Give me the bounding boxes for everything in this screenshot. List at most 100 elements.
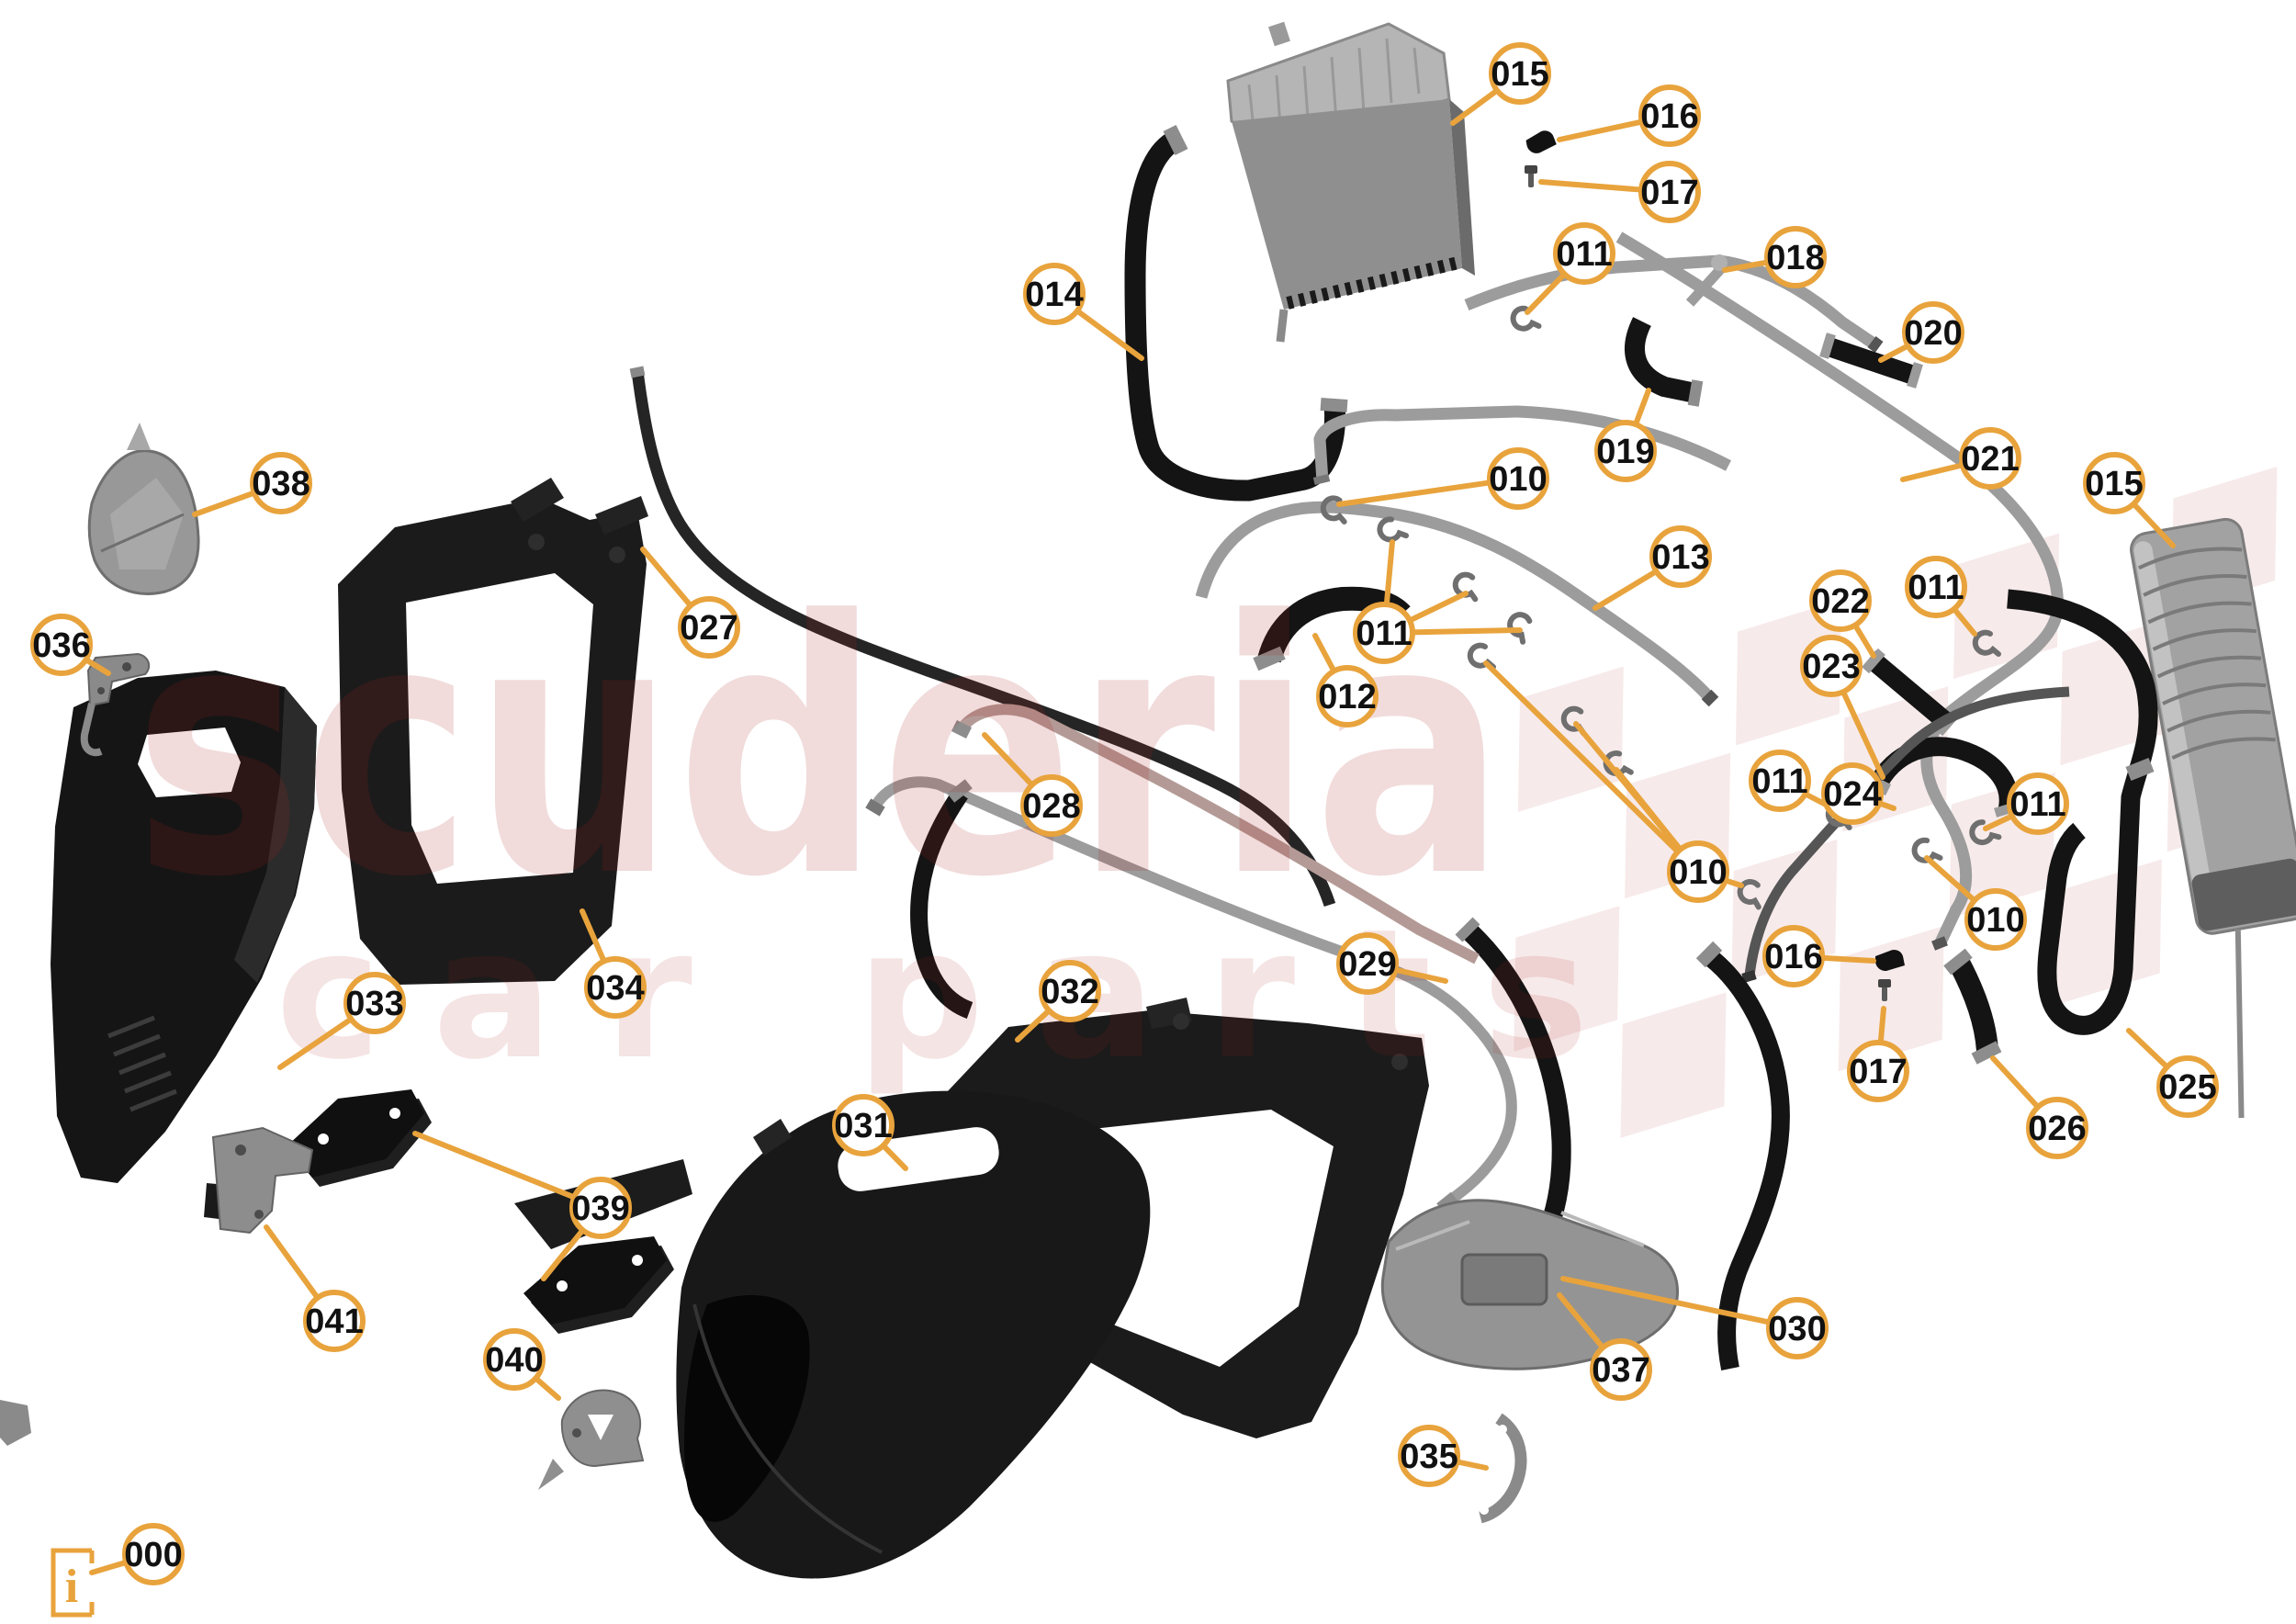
callout-015[interactable]: 015 xyxy=(1450,42,1551,126)
callout-circle[interactable] xyxy=(1959,427,2021,490)
callout-016[interactable]: 016 xyxy=(1762,925,1876,987)
callout-018[interactable]: 018 xyxy=(1722,226,1827,288)
callout-number: 031 xyxy=(834,1107,892,1145)
callout-circle[interactable] xyxy=(1821,762,1884,825)
info-box[interactable]: i xyxy=(51,1548,95,1618)
callout-circle[interactable] xyxy=(1905,556,1967,618)
bracket-fragment xyxy=(0,1400,31,1446)
callout-circle[interactable] xyxy=(1800,635,1863,697)
callout-010[interactable]: 010 xyxy=(1336,447,1549,510)
checker-cell xyxy=(1620,992,1727,1138)
callout-041[interactable]: 041 xyxy=(264,1224,366,1352)
callout-circle[interactable] xyxy=(1638,161,1701,223)
callout-circle[interactable] xyxy=(1667,840,1729,903)
callout-020[interactable]: 020 xyxy=(1878,301,1964,364)
callout-circle[interactable] xyxy=(569,1177,632,1239)
callout-circle[interactable] xyxy=(1594,420,1657,482)
callout-circle[interactable] xyxy=(1762,925,1825,987)
callout-circle[interactable] xyxy=(1590,1338,1652,1401)
callout-032[interactable]: 032 xyxy=(1015,960,1101,1043)
radiator-aux xyxy=(2130,517,2296,1119)
callout-027[interactable]: 027 xyxy=(640,547,740,659)
callout-029[interactable]: 029 xyxy=(1336,932,1448,995)
callout-012[interactable]: 012 xyxy=(1312,633,1379,727)
callout-017[interactable]: 017 xyxy=(1847,1006,1909,1102)
callout-circle[interactable] xyxy=(1316,665,1379,727)
callout-circle[interactable] xyxy=(1039,960,1101,1022)
callout-011[interactable]: 011 xyxy=(1983,773,2069,835)
callout-circle[interactable] xyxy=(584,956,647,1019)
callout-010[interactable]: 010 xyxy=(1924,855,2027,951)
callout-036[interactable]: 036 xyxy=(30,614,111,676)
callout-circle[interactable] xyxy=(2026,1097,2088,1159)
callout-016[interactable]: 016 xyxy=(1557,85,1701,147)
callout-026[interactable]: 026 xyxy=(1990,1055,2088,1159)
callout-011[interactable]: 011 xyxy=(1525,222,1615,315)
callout-011[interactable]: 011 xyxy=(1749,750,1832,812)
callout-017[interactable]: 017 xyxy=(1538,161,1701,223)
callout-circle[interactable] xyxy=(678,596,740,659)
callout-025[interactable]: 025 xyxy=(2126,1028,2219,1118)
callout-circle[interactable] xyxy=(1649,525,1712,588)
callout-circle[interactable] xyxy=(1020,774,1083,837)
callout-circle[interactable] xyxy=(2156,1055,2219,1118)
callout-030[interactable]: 030 xyxy=(1560,1276,1829,1359)
hose-return xyxy=(1695,941,1790,1370)
callout-021[interactable]: 021 xyxy=(1900,427,2021,490)
callout-circle[interactable] xyxy=(1553,222,1615,285)
callout-circle[interactable] xyxy=(2083,452,2145,514)
duct-038 xyxy=(87,423,200,595)
callout-circle[interactable] xyxy=(343,972,406,1034)
callout-013[interactable]: 013 xyxy=(1593,525,1712,611)
callout-014[interactable]: 014 xyxy=(1023,263,1144,361)
callout-leader-line xyxy=(1560,1276,1800,1331)
callout-010[interactable]: 010 xyxy=(1483,660,1744,903)
callout-circle[interactable] xyxy=(1336,932,1399,995)
callout-035[interactable]: 035 xyxy=(1398,1425,1489,1487)
callout-039[interactable]: 039 xyxy=(412,1131,632,1281)
callout-circle[interactable] xyxy=(2007,773,2069,835)
hose-026 xyxy=(1943,948,2002,1065)
callout-circle[interactable] xyxy=(1809,570,1872,632)
callout-circle[interactable] xyxy=(1749,750,1811,812)
callout-011[interactable]: 011 xyxy=(1905,556,1977,637)
callout-circle[interactable] xyxy=(483,1328,546,1391)
callout-circle[interactable] xyxy=(1489,42,1551,105)
callout-circle[interactable] xyxy=(1766,1297,1829,1359)
callout-circle[interactable] xyxy=(1023,263,1086,325)
info-icon: i xyxy=(65,1561,78,1613)
callout-038[interactable]: 038 xyxy=(192,452,312,517)
checker-cell xyxy=(1514,906,1620,1052)
bracket-035 xyxy=(1479,1413,1527,1524)
callout-040[interactable]: 040 xyxy=(483,1328,561,1401)
callout-031[interactable]: 031 xyxy=(832,1094,908,1171)
callout-circle[interactable] xyxy=(1764,226,1827,288)
callout-number: 013 xyxy=(1651,538,1709,577)
callout-circle[interactable] xyxy=(1902,301,1964,364)
callout-037[interactable]: 037 xyxy=(1557,1292,1652,1401)
callout-033[interactable]: 033 xyxy=(277,972,406,1070)
callout-circle[interactable] xyxy=(303,1290,366,1352)
callout-circle[interactable] xyxy=(1487,447,1549,510)
callout-circle[interactable] xyxy=(1847,1040,1909,1102)
callout-circle[interactable] xyxy=(832,1094,895,1156)
callout-024[interactable]: 024 xyxy=(1821,762,1896,825)
callout-022[interactable]: 022 xyxy=(1809,570,1876,659)
callout-circle[interactable] xyxy=(250,452,312,514)
callout-number: 016 xyxy=(1640,97,1698,136)
callout-019[interactable]: 019 xyxy=(1594,388,1657,482)
callout-number: 015 xyxy=(1491,55,1548,94)
callout-circle[interactable] xyxy=(1964,888,2027,951)
callout-circle[interactable] xyxy=(1353,602,1415,664)
callout-000[interactable]: 000 xyxy=(89,1523,185,1585)
callout-circle[interactable] xyxy=(30,614,93,676)
callout-011[interactable]: 011 xyxy=(1353,539,1523,664)
callout-circle[interactable] xyxy=(1398,1425,1460,1487)
callout-circle[interactable] xyxy=(122,1523,185,1585)
callout-circle[interactable] xyxy=(1638,85,1701,147)
callout-023[interactable]: 023 xyxy=(1800,635,1885,780)
callout-015[interactable]: 015 xyxy=(2083,452,2176,548)
checker-cell xyxy=(1735,599,1842,746)
callout-028[interactable]: 028 xyxy=(982,732,1083,837)
callout-034[interactable]: 034 xyxy=(580,908,647,1019)
